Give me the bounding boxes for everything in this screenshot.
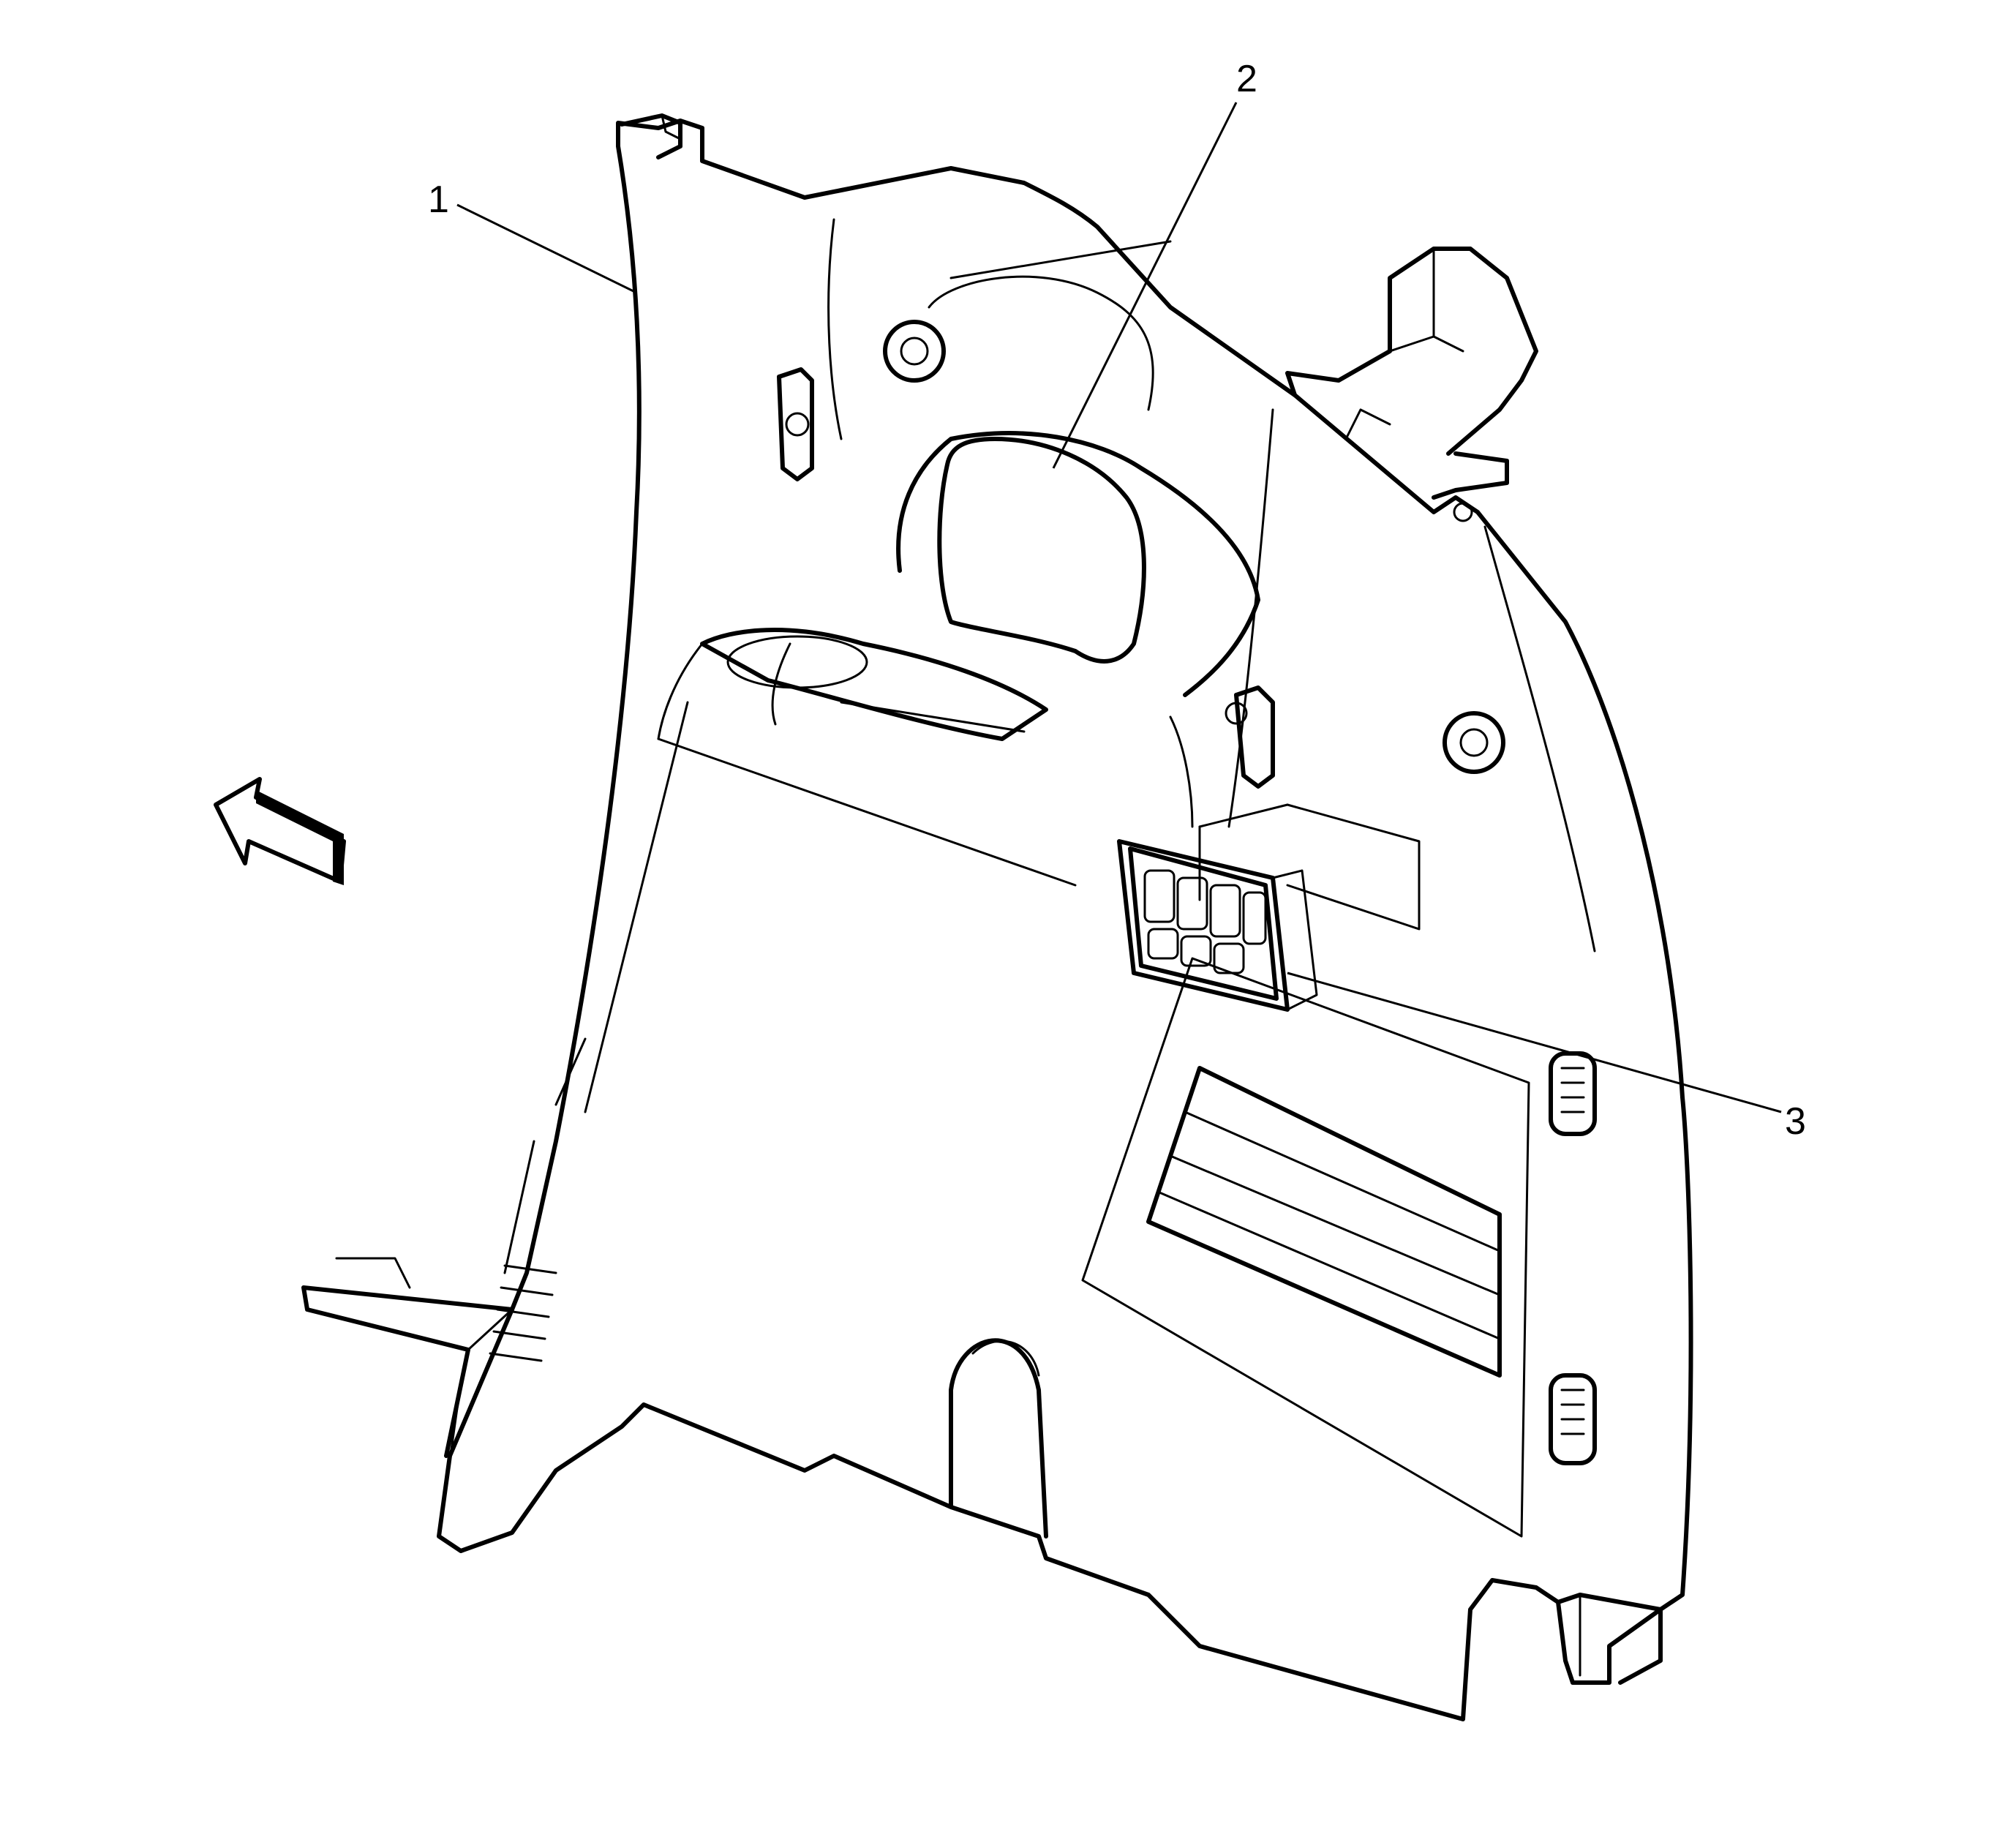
callout-labels: 1 2 3 [428,58,1806,1143]
fastener-right-upper-slot [1549,1051,1597,1136]
callout-label-3: 3 [1785,1100,1806,1143]
leader-3 [1287,972,1782,1113]
trim-insert-panel [937,437,1146,664]
fastener-upper-center [883,320,946,383]
fastener-right [1443,711,1505,774]
leader-1 [456,203,637,294]
forward-arrow-icon [214,777,346,885]
leader-2 [1052,102,1238,469]
fastener-right-lower-slot [1549,1373,1597,1465]
switch-assembly [1117,803,1421,1012]
quarter-trim-panel [301,113,1693,1721]
callout-leaders [456,102,1782,1113]
callout-label-2: 2 [1236,58,1257,100]
vent-grille [1146,1066,1502,1378]
callout-label-1: 1 [428,179,449,221]
fastener-middle [1225,685,1275,789]
fastener-upper-left [777,367,814,481]
